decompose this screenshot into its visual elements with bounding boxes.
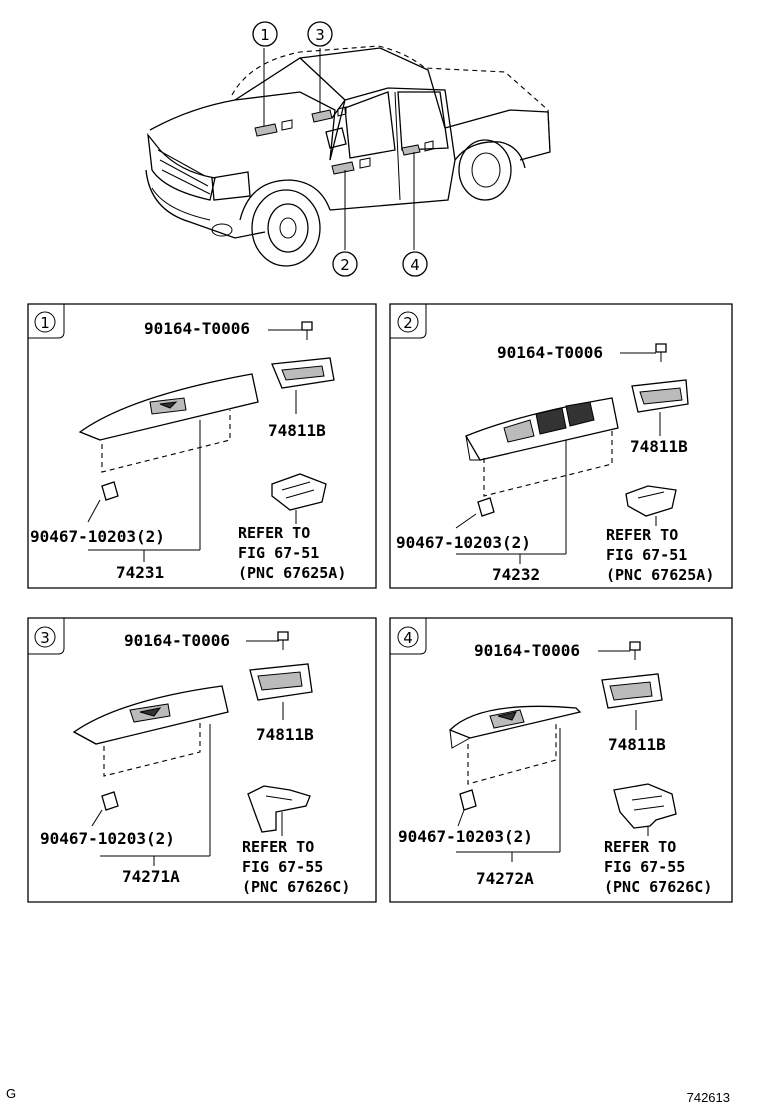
svg-text:2: 2 [340,256,350,274]
callout-2: 2 [332,251,358,277]
svg-text:74272A: 74272A [476,869,534,888]
svg-text:3: 3 [40,629,50,647]
svg-text:90467-10203(2): 90467-10203(2) [40,829,175,848]
svg-text:90164-T0006: 90164-T0006 [497,343,603,362]
footer-right: 742613 [687,1090,730,1105]
svg-text:74811B: 74811B [256,725,314,744]
svg-text:74231: 74231 [116,563,164,582]
footer-left: G [6,1086,16,1101]
svg-text:FIG 67-55: FIG 67-55 [604,858,685,876]
svg-text:74271A: 74271A [122,867,180,886]
svg-text:90467-10203(2): 90467-10203(2) [396,533,531,552]
svg-text:(PNC 67625A): (PNC 67625A) [606,566,714,584]
svg-text:(PNC 67626C): (PNC 67626C) [242,878,350,896]
svg-text:FIG 67-51: FIG 67-51 [606,546,687,564]
svg-text:(PNC 67625A): (PNC 67625A) [238,564,346,582]
svg-text:90467-10203(2): 90467-10203(2) [30,527,165,546]
svg-text:REFER TO: REFER TO [238,524,310,542]
truck-illustration [145,45,551,267]
panel-3: 3 90164-T0006 74811B 90467-10203(2) 7427… [27,617,377,903]
svg-text:REFER TO: REFER TO [242,838,314,856]
svg-text:3: 3 [315,26,325,44]
svg-text:90164-T0006: 90164-T0006 [144,319,250,338]
svg-text:1: 1 [40,314,50,332]
svg-text:FIG 67-55: FIG 67-55 [242,858,323,876]
svg-text:90164-T0006: 90164-T0006 [474,641,580,660]
panel-1: 1 90164-T0006 74811B 90467-10203(2) 7423… [27,303,377,589]
callout-1: 1 [252,21,278,47]
callout-4: 4 [402,251,428,277]
svg-text:4: 4 [403,629,413,647]
svg-text:90467-10203(2): 90467-10203(2) [398,827,533,846]
svg-text:REFER TO: REFER TO [606,526,678,544]
panel-2: 2 90164-T0006 74811B 90467-10203(2) 7423… [389,303,733,589]
svg-text:74811B: 74811B [630,437,688,456]
svg-text:74811B: 74811B [608,735,666,754]
svg-text:1: 1 [260,26,270,44]
svg-text:(PNC 67626C): (PNC 67626C) [604,878,712,896]
svg-text:74232: 74232 [492,565,540,584]
panel-4: 4 90164-T0006 74811B 90467-10203(2) 7427… [389,617,733,903]
svg-text:74811B: 74811B [268,421,326,440]
svg-text:REFER TO: REFER TO [604,838,676,856]
svg-text:90164-T0006: 90164-T0006 [124,631,230,650]
callout-3: 3 [307,21,333,47]
svg-text:FIG 67-51: FIG 67-51 [238,544,319,562]
svg-text:2: 2 [403,314,413,332]
svg-text:4: 4 [410,256,420,274]
